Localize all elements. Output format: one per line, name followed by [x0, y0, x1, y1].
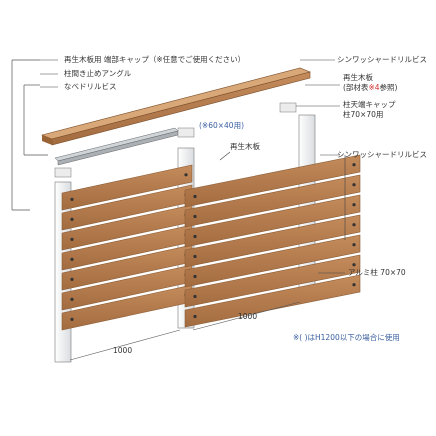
screw-head	[352, 243, 356, 247]
label-note: ※( )はH1200以下の場合に使用	[293, 333, 400, 342]
label-post: アルミ柱 70×70	[348, 268, 406, 277]
screw-head	[193, 254, 197, 259]
label-screw-mid: シンワッシャードリルビス	[337, 150, 427, 159]
label-board-top-2: (部材表※4参照)	[343, 83, 397, 92]
screw-head	[352, 203, 356, 207]
screw-head	[193, 274, 197, 279]
fence-board	[184, 274, 361, 328]
screw-head	[70, 257, 74, 261]
small-cap-left	[177, 127, 195, 138]
label-span-right: 1000	[238, 312, 258, 321]
screw-head	[193, 234, 197, 239]
dimension-lines	[69, 301, 301, 361]
label-board-mid: 再生木板	[230, 142, 260, 151]
top-board	[41, 67, 311, 146]
fence-board	[61, 164, 193, 211]
label-board-top-1: 再生木板	[343, 73, 373, 82]
screw-head	[352, 223, 356, 227]
assembly-guide-lines	[11, 59, 48, 211]
fence-board	[184, 254, 361, 308]
label-span-left: 1000	[113, 346, 133, 355]
screw-head	[193, 294, 197, 299]
screw-head	[352, 263, 356, 267]
fence-board	[184, 154, 361, 208]
board-ref-suffix: 参照)	[379, 83, 398, 92]
fence-board	[184, 234, 361, 288]
screw-head	[352, 283, 356, 287]
board-panel-right	[184, 154, 361, 328]
leader-lines	[40, 59, 346, 274]
screw-head	[352, 183, 356, 187]
fence-board	[184, 174, 361, 228]
label-angle: 柱間き止めアングル	[64, 69, 132, 78]
board-ref-prefix: (部材表	[343, 83, 369, 92]
label-small-cap: (※60×40用)	[199, 121, 245, 130]
screw-head	[193, 194, 197, 199]
screw-head	[70, 237, 74, 241]
screw-head	[352, 163, 356, 167]
screw-head	[193, 214, 197, 219]
label-nabe-screw: なべドリルビス	[64, 82, 117, 91]
fence-board	[184, 194, 361, 248]
label-end-cap: 再生木板用 端部キャップ（※任意でご使用ください）	[64, 55, 246, 64]
label-screw-top: シンワッシャードリルビス	[337, 55, 427, 64]
board-ref-number: ※4	[368, 83, 380, 92]
screw-head	[70, 277, 74, 281]
screw-head	[70, 217, 74, 221]
post-cap-top	[279, 102, 297, 113]
screw-head	[70, 317, 74, 321]
screw-head	[193, 314, 197, 319]
screw-head	[184, 173, 188, 177]
post-cap-left	[54, 167, 72, 178]
fence-board	[184, 214, 361, 268]
screw-head	[70, 297, 74, 301]
screw-head	[70, 197, 74, 201]
label-post-cap-2: 柱70×70用	[343, 110, 384, 119]
board-panel-left	[61, 164, 193, 331]
label-post-cap-1: 柱天端キャップ	[343, 100, 396, 109]
